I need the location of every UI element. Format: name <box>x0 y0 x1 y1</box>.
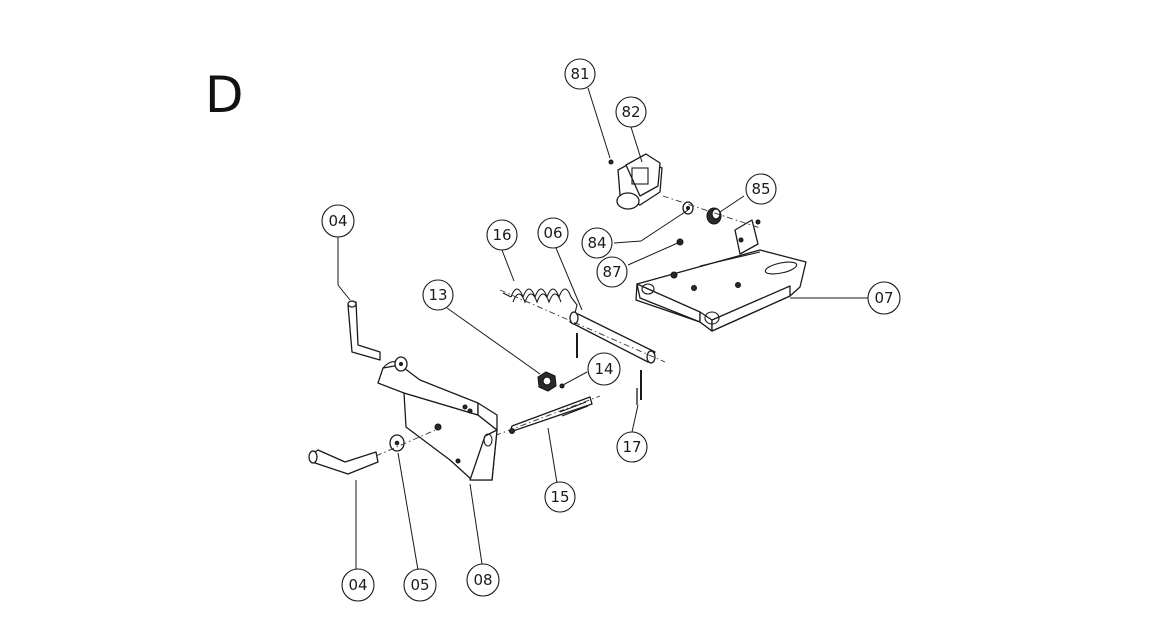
nut-13-part <box>537 371 557 392</box>
cotter-pin-part <box>636 370 642 405</box>
callout-08: 08 <box>466 563 500 597</box>
callout-82-label: 82 <box>621 103 640 121</box>
callout-13-label: 13 <box>428 286 447 304</box>
callout-05-label: 05 <box>410 576 429 594</box>
bracket-plate-part <box>635 219 807 332</box>
spring-part <box>502 288 578 322</box>
callout-81-label: 81 <box>570 65 589 83</box>
callout-81: 81 <box>564 58 596 90</box>
callout-14: 14 <box>587 352 621 386</box>
callout-15-label: 15 <box>550 488 569 506</box>
callout-16: 16 <box>486 219 518 251</box>
leader-lines <box>337 87 868 571</box>
callout-87: 87 <box>596 256 628 288</box>
callout-15: 15 <box>544 481 576 513</box>
callout-87-label: 87 <box>602 263 621 281</box>
callout-08-label: 08 <box>473 571 492 589</box>
callout-13: 13 <box>422 279 454 311</box>
callout-84-label: 84 <box>587 234 606 252</box>
callout-85: 85 <box>745 173 777 205</box>
rod-part <box>569 311 656 364</box>
callout-17: 17 <box>616 431 648 463</box>
callout-82: 82 <box>615 96 647 128</box>
switch-assembly-part <box>608 153 663 210</box>
threaded-shaft-part <box>509 396 593 434</box>
callout-04-lower: 04 <box>341 568 375 602</box>
callout-04-upper-label: 04 <box>328 212 347 230</box>
callout-07: 07 <box>867 281 901 315</box>
callout-04-upper: 04 <box>321 204 355 238</box>
lever-bracket-part <box>377 360 498 481</box>
callout-04-lower-label: 04 <box>348 576 367 594</box>
washer-05-part <box>389 434 405 452</box>
callout-16-label: 16 <box>492 226 511 244</box>
handle-upper-part <box>347 300 381 361</box>
nut-85-part <box>706 207 722 225</box>
washer-upper-part <box>394 356 408 372</box>
callout-06-label: 06 <box>543 224 562 242</box>
callout-07-label: 07 <box>874 289 893 307</box>
callout-06: 06 <box>537 217 569 249</box>
callout-05: 05 <box>403 568 437 602</box>
callout-84: 84 <box>581 227 613 259</box>
callout-85-label: 85 <box>751 180 770 198</box>
callout-14-label: 14 <box>594 360 613 378</box>
section-letter: D <box>205 66 244 124</box>
callout-17-label: 17 <box>622 438 641 456</box>
handle-lower-part <box>308 449 379 475</box>
